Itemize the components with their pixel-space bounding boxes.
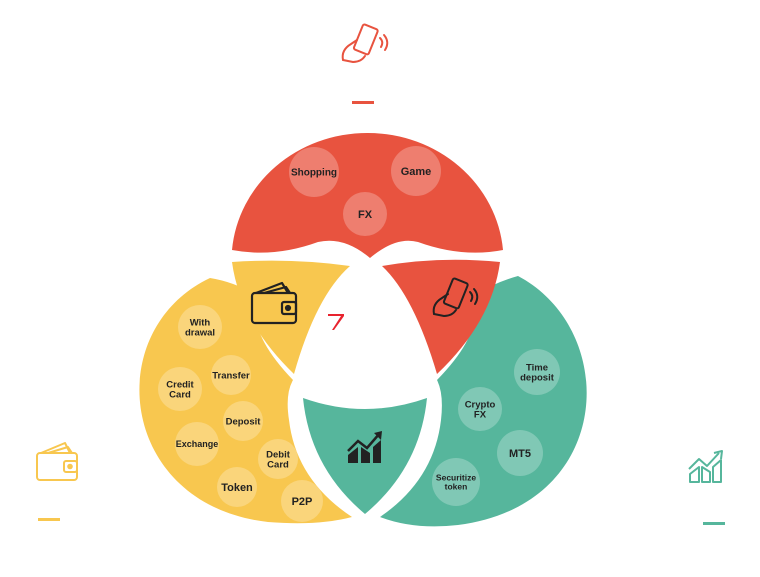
bubble-circle — [223, 401, 263, 441]
yellow-inner-segment — [232, 260, 350, 374]
bubble-label: Card — [267, 459, 289, 470]
bubble-label: drawal — [185, 327, 215, 338]
top-phone-nfc-icon — [341, 23, 389, 63]
green-segment — [380, 276, 587, 527]
bubble-label: FX — [474, 409, 487, 420]
bubble-circle — [175, 422, 219, 466]
top-accent-bar — [352, 101, 374, 104]
bubble-label: FX — [358, 209, 373, 221]
bubble-label: Exchange — [176, 439, 219, 449]
bubble-label: Deposit — [226, 416, 262, 427]
bubble-shopping: Shopping — [289, 147, 339, 197]
bubble-deposit: Deposit — [223, 401, 263, 441]
bubble-label: Securitize — [436, 473, 476, 483]
bubble-circle — [211, 355, 251, 395]
bubble-label: P2P — [292, 496, 313, 508]
bubble-circle — [432, 458, 480, 506]
bubble-label: Game — [401, 166, 432, 178]
red-inner-segment — [382, 259, 500, 374]
bubble-label: Debit — [266, 449, 291, 460]
left-accent-bar — [38, 518, 60, 521]
bubble-label: deposit — [520, 372, 555, 383]
bubble-p2p: P2P — [281, 480, 323, 522]
yellow-segment — [139, 278, 352, 524]
bubble-circle — [289, 147, 339, 197]
brand-logo-icon — [328, 314, 344, 330]
bubble-transfer: Transfer — [211, 355, 251, 395]
bubble-circle — [178, 305, 222, 349]
bubble-circle — [158, 367, 202, 411]
right-accent-bar — [703, 522, 725, 525]
bubble-label: Card — [169, 389, 191, 400]
bubble-circle — [281, 480, 323, 522]
left-wallet-icon — [36, 442, 78, 481]
bubble-exchange: Exchange — [175, 422, 219, 466]
bubble-fx: FX — [343, 192, 387, 236]
bubble-circle — [343, 192, 387, 236]
bubble-circle — [258, 439, 298, 479]
bubble-label: Time — [526, 362, 548, 373]
bubble-circle — [217, 467, 257, 507]
bubble-mt5: MT5 — [497, 430, 543, 476]
bubble-label: Token — [221, 482, 253, 494]
bubble-label: Credit — [166, 379, 194, 390]
bubble-label: token — [445, 481, 468, 491]
bubble-label: With — [190, 317, 211, 328]
phone-nfc-icon — [432, 277, 479, 317]
bubble-circle — [391, 146, 441, 196]
bubble-label: MT5 — [509, 448, 531, 460]
bubble-token: Token — [217, 467, 257, 507]
bubble-circle — [514, 349, 560, 395]
bubble-circle — [497, 430, 543, 476]
bubble-circle — [458, 387, 502, 431]
wallet-icon — [250, 281, 298, 325]
right-growth-chart-icon — [688, 450, 723, 483]
bubble-label: Shopping — [291, 168, 337, 179]
bubble-game: Game — [391, 146, 441, 196]
bubble-label: Transfer — [212, 370, 250, 381]
bubble-label: Crypto — [465, 399, 496, 410]
growth-chart-icon — [347, 431, 382, 463]
red-segment — [232, 132, 503, 258]
